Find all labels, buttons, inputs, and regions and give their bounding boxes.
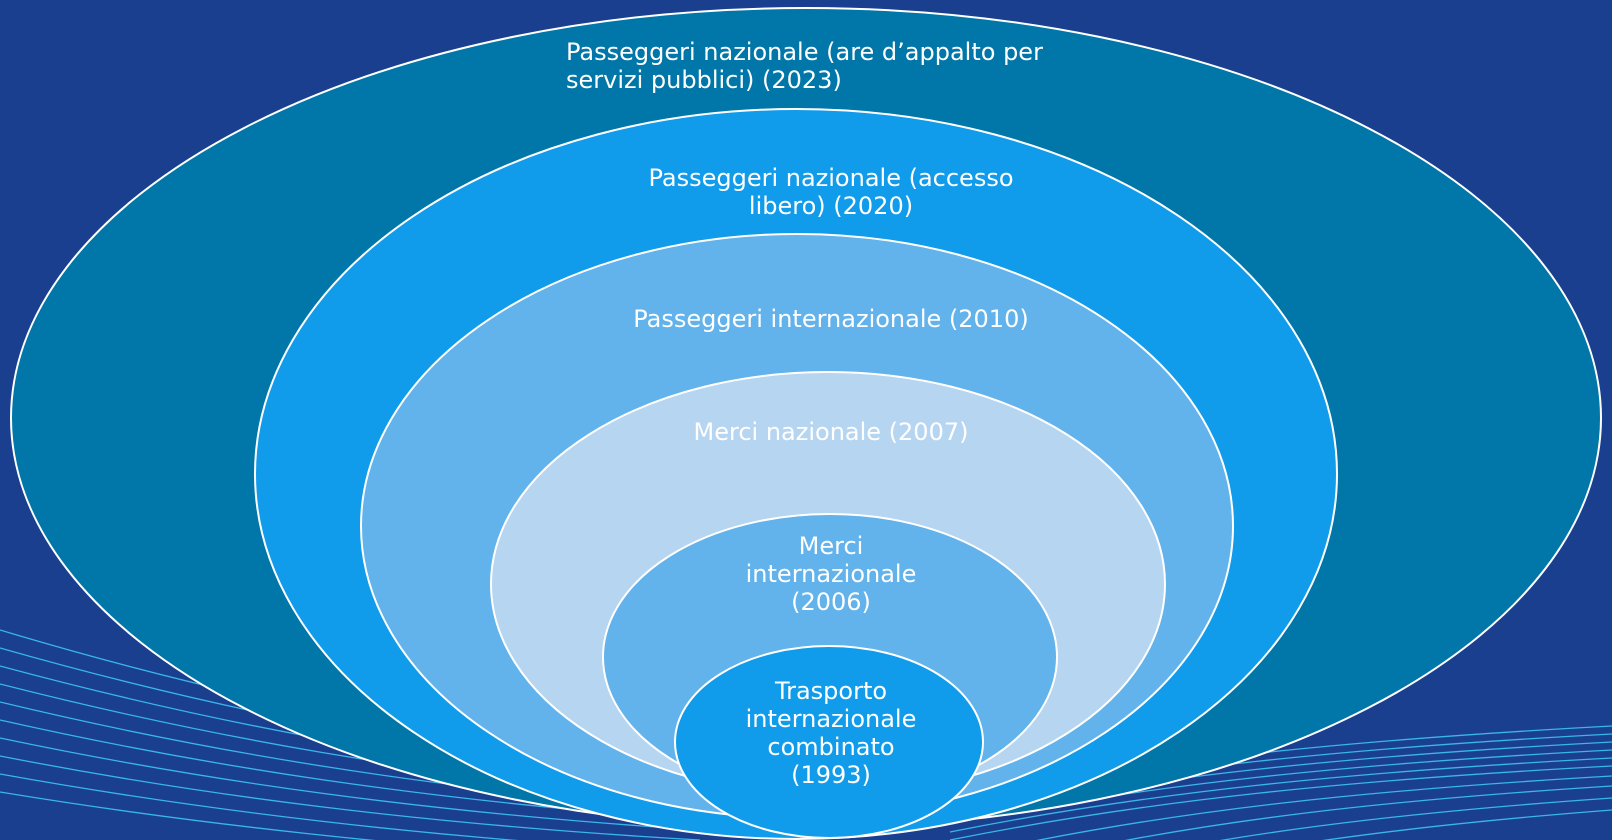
ring-label-merci-nazionale: Merci nazionale (2007) xyxy=(693,418,969,446)
ring-label-merci-internazionale: Merci internazionale (2006) xyxy=(745,532,917,616)
core-trasporto-combinato xyxy=(674,645,984,839)
ring-label-passeggeri-nazionale-appalto: Passeggeri nazionale (are d’appalto per … xyxy=(566,38,1043,94)
core-label-trasporto-combinato: Trasporto internazionale combinato (1993… xyxy=(745,677,917,789)
ring-label-passeggeri-internazionale: Passeggeri internazionale (2010) xyxy=(633,305,1029,333)
ring-label-passeggeri-nazionale-accesso: Passeggeri nazionale (accesso libero) (2… xyxy=(648,164,1014,220)
